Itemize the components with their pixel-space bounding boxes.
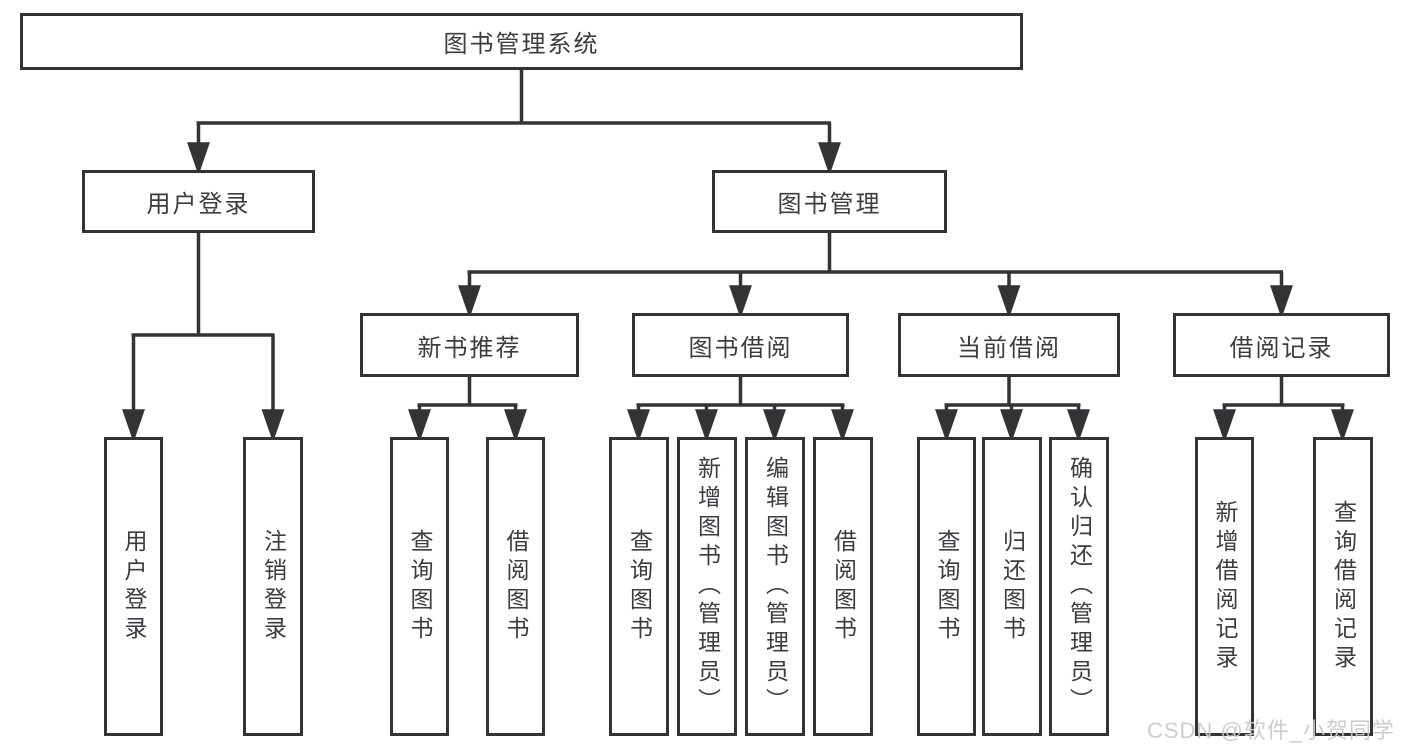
leaf-borrow-books-borrow: 借阅图书 <box>813 437 873 736</box>
node-new-book-recommend: 新书推荐 <box>360 313 579 377</box>
node-current-borrow: 当前借阅 <box>898 313 1120 377</box>
leaf-borrow-books-recommend: 借阅图书 <box>486 437 545 736</box>
leaf-label: 借阅图书 <box>830 528 857 645</box>
leaf-label: 借阅图书 <box>503 528 529 645</box>
leaf-confirm-return-admin: 确认归还（管理员） <box>1049 437 1109 736</box>
node-borrow-records: 借阅记录 <box>1173 313 1390 377</box>
leaf-query-books-current: 查询图书 <box>917 437 976 736</box>
leaf-query-books-borrow: 查询图书 <box>609 437 669 736</box>
leaf-add-borrow-record: 新增借阅记录 <box>1195 437 1254 736</box>
node-root: 图书管理系统 <box>20 13 1023 70</box>
leaf-return-book: 归还图书 <box>982 437 1042 736</box>
leaf-query-borrow-record: 查询借阅记录 <box>1313 437 1373 736</box>
leaf-logout: 注销登录 <box>243 437 303 736</box>
node-book-management: 图书管理 <box>712 170 947 233</box>
node-book-borrow: 图书借阅 <box>632 313 849 377</box>
leaf-label: 用户登录 <box>121 528 147 645</box>
leaf-add-book-admin: 新增图书（管理员） <box>677 437 737 736</box>
leaf-label: 编辑图书（管理员） <box>762 456 789 717</box>
leaf-label: 注销登录 <box>260 528 287 645</box>
leaf-label: 新增图书（管理员） <box>694 456 721 717</box>
leaf-label: 查询图书 <box>626 528 653 645</box>
leaf-label: 归还图书 <box>999 528 1026 645</box>
csdn-watermark: CSDN @软件_小贺同学 <box>1146 718 1395 743</box>
node-user-login: 用户登录 <box>82 170 315 233</box>
leaf-label: 查询图书 <box>934 528 960 645</box>
leaf-user-login: 用户登录 <box>104 437 163 736</box>
leaf-edit-book-admin: 编辑图书（管理员） <box>745 437 805 736</box>
leaf-query-books-recommend: 查询图书 <box>390 437 449 736</box>
leaf-label: 新增借阅记录 <box>1212 499 1238 674</box>
leaf-label: 查询借阅记录 <box>1330 499 1357 674</box>
leaf-label: 确认归还（管理员） <box>1066 456 1093 717</box>
leaf-label: 查询图书 <box>407 528 433 645</box>
